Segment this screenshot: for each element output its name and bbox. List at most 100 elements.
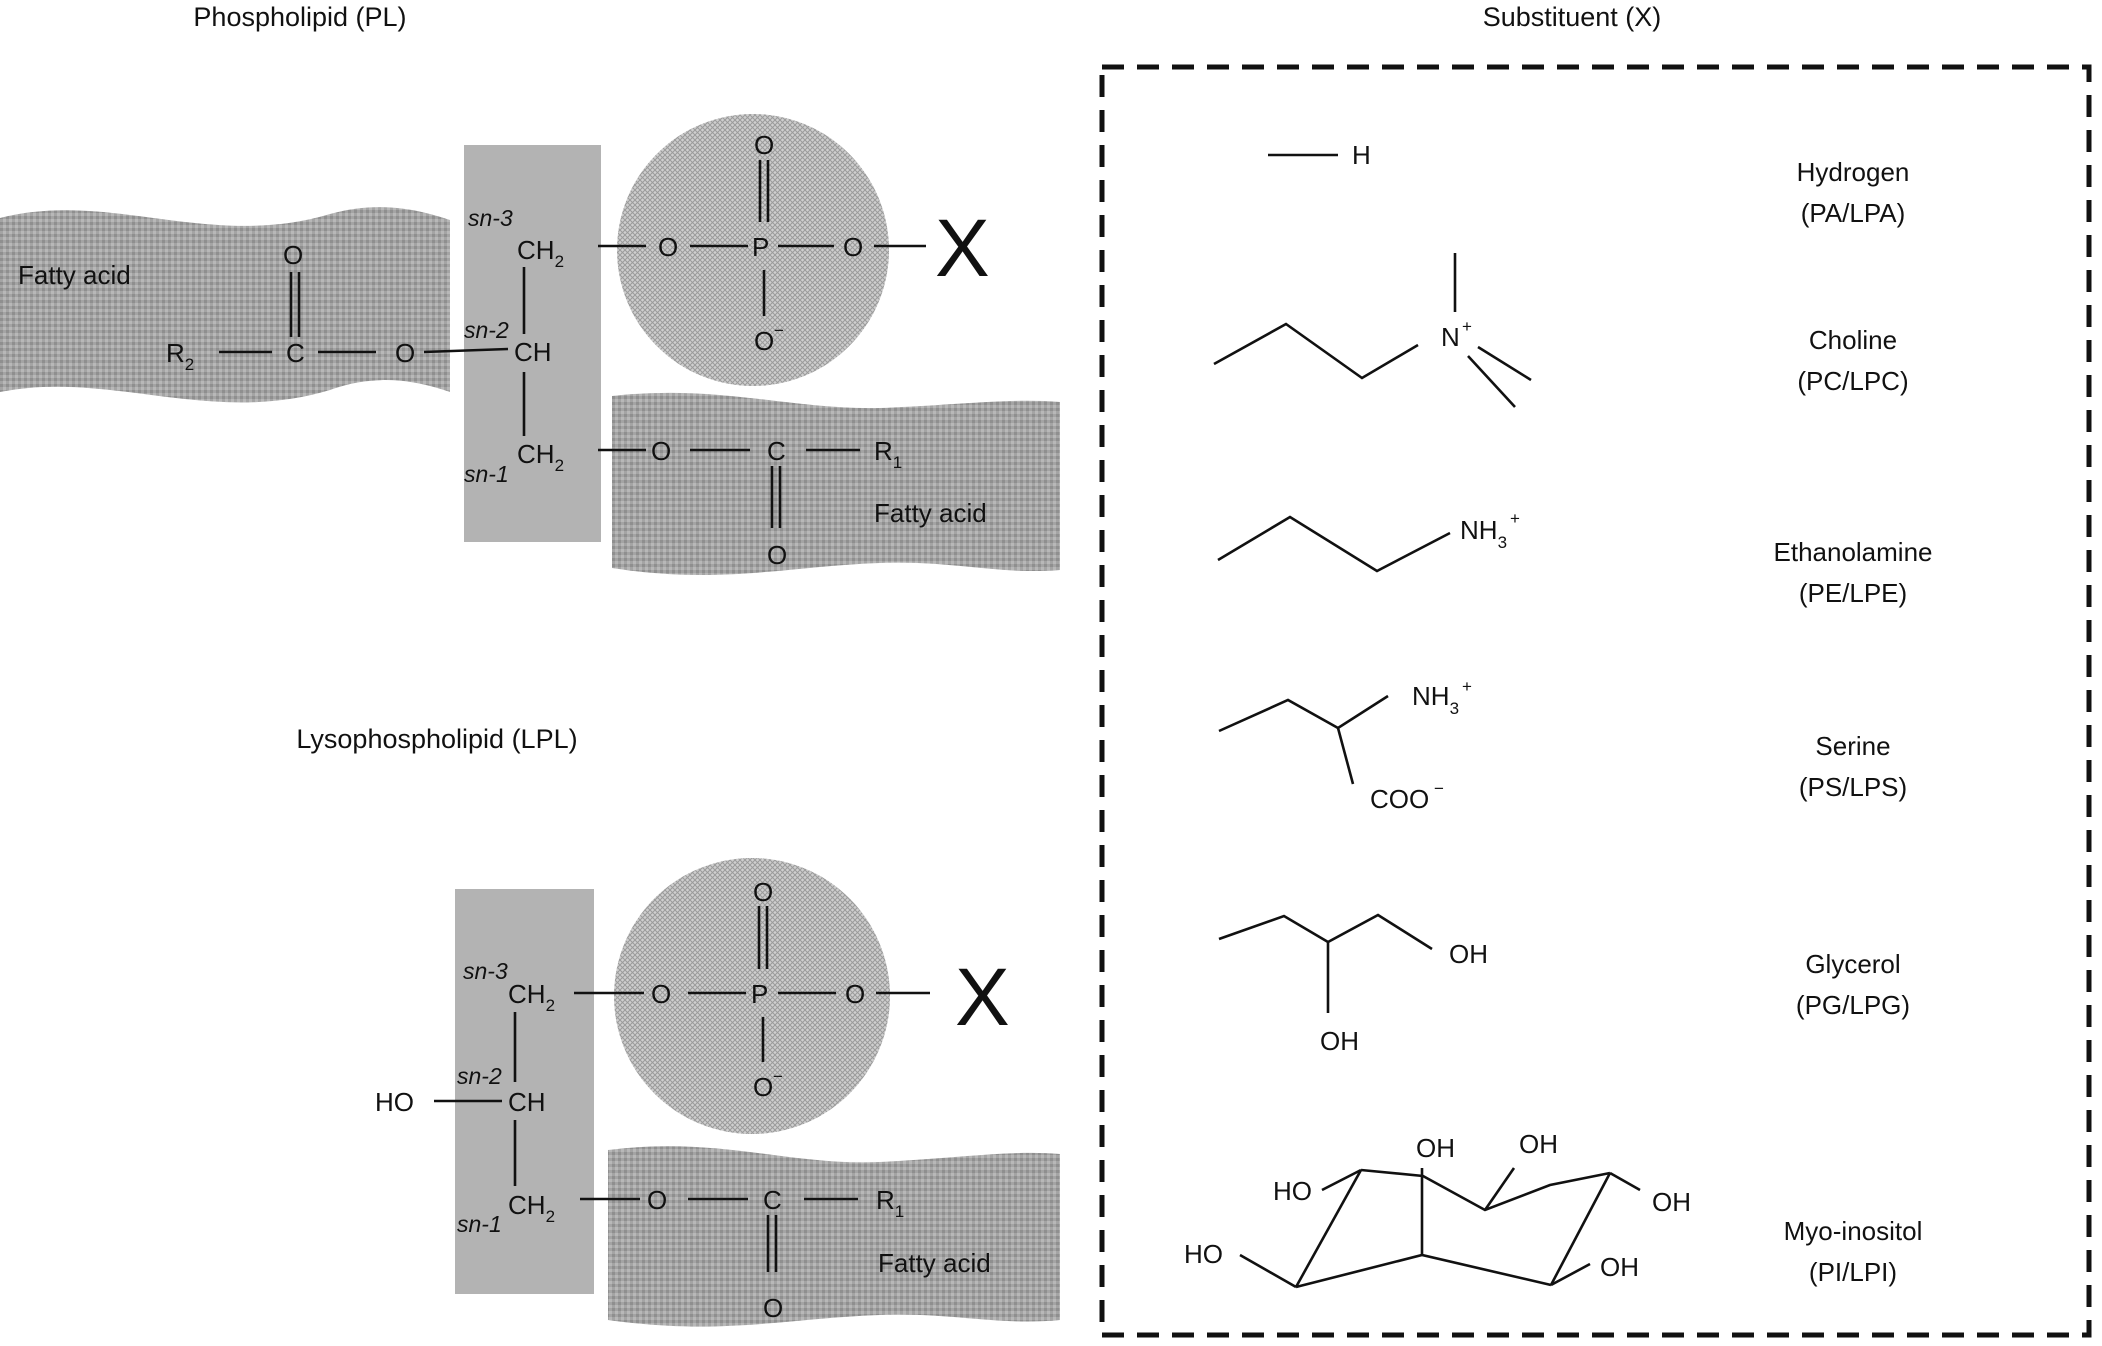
serine-coo-atom: COO — [1370, 784, 1429, 814]
choline-n-charge: + — [1462, 317, 1472, 336]
fatty-acid-label-bottom: Fatty acid — [874, 498, 987, 528]
ethanolamine-name: Ethanolamine — [1774, 537, 1933, 567]
choline-chain — [1213, 322, 1419, 380]
r1-atom: R1 — [874, 436, 902, 472]
lpl-o-link-phos: O — [651, 979, 671, 1009]
o-phos-charge: − — [774, 321, 784, 340]
ester-o-top: O — [395, 338, 415, 368]
serine-abbr: (PS/LPS) — [1799, 772, 1907, 802]
choline-n-atom: N — [1441, 322, 1460, 352]
lpl-o-phos-bottom: O — [753, 1072, 773, 1102]
sn1-label: sn-1 — [464, 461, 509, 487]
p-atom: P — [752, 232, 769, 262]
choline-abbr: (PC/LPC) — [1797, 366, 1908, 396]
inositol-ho-lower-left-bond — [1239, 1253, 1297, 1289]
lpl-carbonyl-o: O — [763, 1293, 783, 1323]
lpl-o-phos-top: O — [753, 877, 773, 907]
inositol-oh-right-bond — [1609, 1171, 1641, 1192]
lpl-ch2-bottom-atom: CH2 — [508, 1190, 555, 1226]
sn2-label: sn-2 — [464, 317, 509, 343]
ethanolamine-nh3-atom: NH3 — [1460, 515, 1507, 552]
o-phos-top: O — [754, 130, 774, 160]
ch2-top-atom: CH2 — [517, 235, 564, 271]
lpl-x-substituent-symbol: X — [955, 952, 1010, 1043]
fatty-acid-label-top: Fatty acid — [18, 260, 131, 290]
ester-o-bottom: O — [651, 436, 671, 466]
fatty-acid-band-bottom — [612, 392, 1060, 575]
choline-methyl-down — [1467, 355, 1516, 408]
bond-o-ch-top — [423, 347, 509, 354]
hydrogen-abbr: (PA/LPA) — [1801, 198, 1906, 228]
fatty-acid-band-top — [0, 207, 450, 403]
lpl-ho-atom: HO — [375, 1087, 414, 1117]
serine-nh3-charge: + — [1462, 677, 1472, 696]
lpl-fatty-acid-label: Fatty acid — [878, 1248, 991, 1278]
serine-carboxyl-bond — [1336, 727, 1355, 785]
substituent-serine: NH3 + COO − Serine (PS/LPS) — [1218, 677, 1907, 814]
heading-lysophospholipid: Lysophospholipid (LPL) — [296, 724, 577, 754]
ethanolamine-chain — [1217, 515, 1451, 573]
inositol-oh-top: OH — [1416, 1133, 1455, 1163]
o-link-x: O — [843, 232, 863, 262]
lpl-sn2-label: sn-2 — [457, 1063, 502, 1089]
carbonyl-o-bottom: O — [767, 540, 787, 570]
inositol-ring-right — [1549, 1172, 1612, 1286]
phosphate-head-circle — [617, 114, 889, 386]
glycerol-abbr: (PG/LPG) — [1796, 990, 1910, 1020]
glycerol-oh-bottom: OH — [1320, 1026, 1359, 1056]
carbonyl-c-bottom: C — [767, 436, 786, 466]
lpl-fatty-acid-band — [608, 1146, 1060, 1327]
serine-nh3-atom: NH3 — [1412, 681, 1459, 718]
inositol-oh-top-right-bond — [1483, 1167, 1516, 1211]
lpl-phosphate-head-circle — [614, 858, 890, 1134]
substituent-glycerol: OH OH Glycerol (PG/LPG) — [1218, 913, 1910, 1056]
lpl-ch2-top-atom: CH2 — [508, 979, 555, 1015]
substituent-choline: N + Choline (PC/LPC) — [1213, 253, 1909, 408]
lpl-p-atom: P — [751, 979, 768, 1009]
inositol-ho-left-bond — [1321, 1168, 1362, 1192]
carbonyl-c-top: C — [286, 338, 305, 368]
glycerol-backbone-box — [464, 145, 601, 542]
glycerol-name: Glycerol — [1805, 949, 1900, 979]
o-link-phos: O — [658, 232, 678, 262]
inositol-oh-top-right: OH — [1519, 1129, 1558, 1159]
serine-chain — [1218, 694, 1389, 733]
choline-methyl-right — [1477, 345, 1532, 382]
ethanolamine-charge: + — [1510, 509, 1520, 528]
heading-phospholipid: Phospholipid (PL) — [193, 2, 406, 32]
lpl-o-link-x: O — [845, 979, 865, 1009]
r2-atom: R2 — [166, 338, 194, 374]
lpl-sn3-label: sn-3 — [463, 958, 508, 984]
serine-name: Serine — [1815, 731, 1890, 761]
inositol-oh-lower-right: OH — [1600, 1252, 1639, 1282]
lpl-o-phos-charge: − — [773, 1067, 783, 1086]
ch-atom: CH — [514, 337, 552, 367]
hydrogen-atom: H — [1352, 140, 1371, 170]
substituent-ethanolamine: NH3 + Ethanolamine (PE/LPE) — [1217, 509, 1933, 608]
ethanolamine-abbr: (PE/LPE) — [1799, 578, 1907, 608]
glycerol-chain — [1218, 913, 1433, 951]
ch2-bottom-atom: CH2 — [517, 439, 564, 475]
inositol-name: Myo-inositol — [1784, 1216, 1923, 1246]
inositol-ring-bottom — [1295, 1253, 1552, 1289]
inositol-oh-right: OH — [1652, 1187, 1691, 1217]
x-substituent-symbol: X — [935, 203, 990, 294]
lpl-carbonyl-c: C — [763, 1185, 782, 1215]
inositol-oh-lower-right-bond — [1550, 1262, 1591, 1287]
inositol-ring-top — [1360, 1168, 1611, 1212]
lpl-r1-atom: R1 — [876, 1185, 904, 1221]
lpl-sn1-label: sn-1 — [457, 1211, 502, 1237]
phospholipid-structure: Fatty acid Fatty acid sn-3 sn-2 sn-1 CH2… — [0, 114, 1060, 575]
heading-substituent: Substituent (X) — [1483, 2, 1662, 32]
inositol-ring-left — [1294, 1169, 1363, 1288]
serine-coo-charge: − — [1434, 779, 1444, 798]
hydrogen-name: Hydrogen — [1797, 157, 1910, 187]
sn3-label: sn-3 — [468, 205, 513, 231]
inositol-abbr: (PI/LPI) — [1809, 1257, 1897, 1287]
o-phos-bottom: O — [754, 326, 774, 356]
inositol-ho-left: HO — [1273, 1176, 1312, 1206]
lpl-ester-o: O — [647, 1185, 667, 1215]
inositol-ho-lower-left: HO — [1184, 1239, 1223, 1269]
